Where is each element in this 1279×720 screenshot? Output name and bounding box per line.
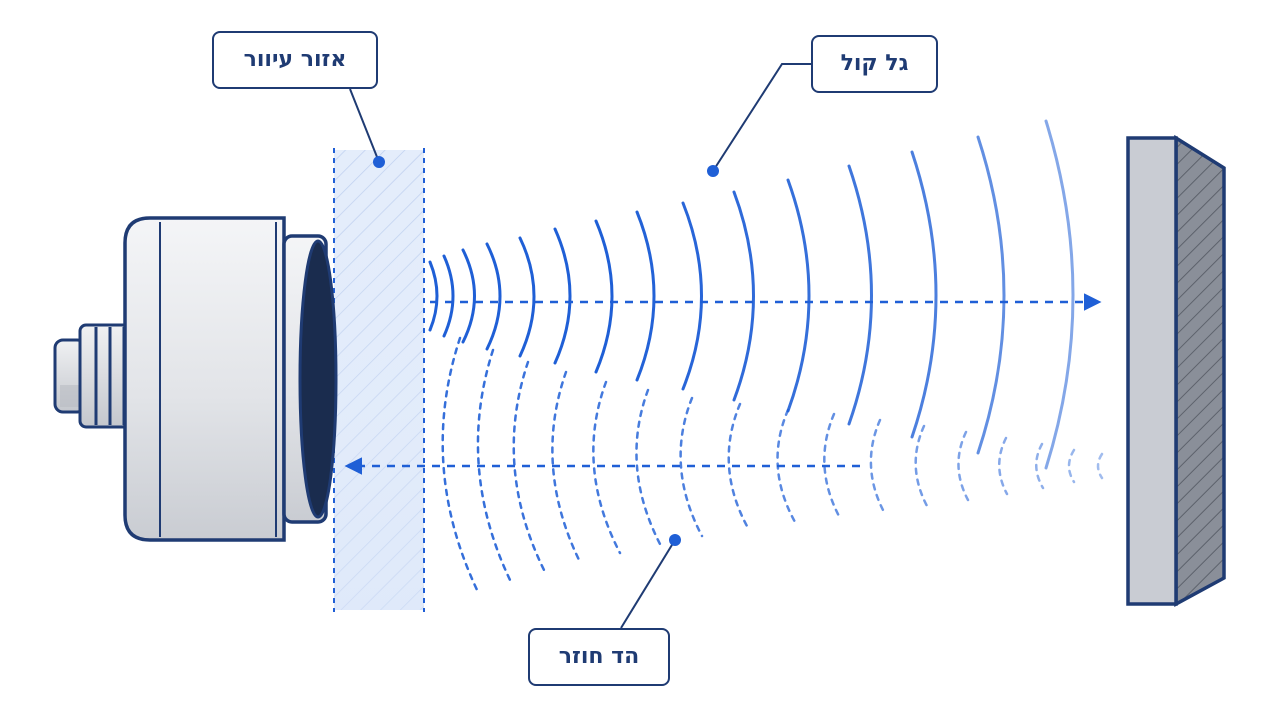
echo-wave-arcs xyxy=(441,336,1104,594)
dead-zone xyxy=(333,148,425,612)
target-surface-icon xyxy=(1126,134,1226,607)
echo-label: הד חוזר xyxy=(528,628,670,686)
dead-zone-label: אזור עיוור xyxy=(212,31,378,89)
ultrasonic-sensor-icon xyxy=(53,216,338,542)
sound-wave-label: גל קול xyxy=(811,35,938,93)
dead-zone-pointer-dot xyxy=(373,156,385,168)
sound-wave-pointer-dot xyxy=(707,165,719,177)
callout-leaders xyxy=(349,63,811,629)
sound-wave-arcs xyxy=(428,119,1075,470)
echo-pointer-dot xyxy=(669,534,681,546)
